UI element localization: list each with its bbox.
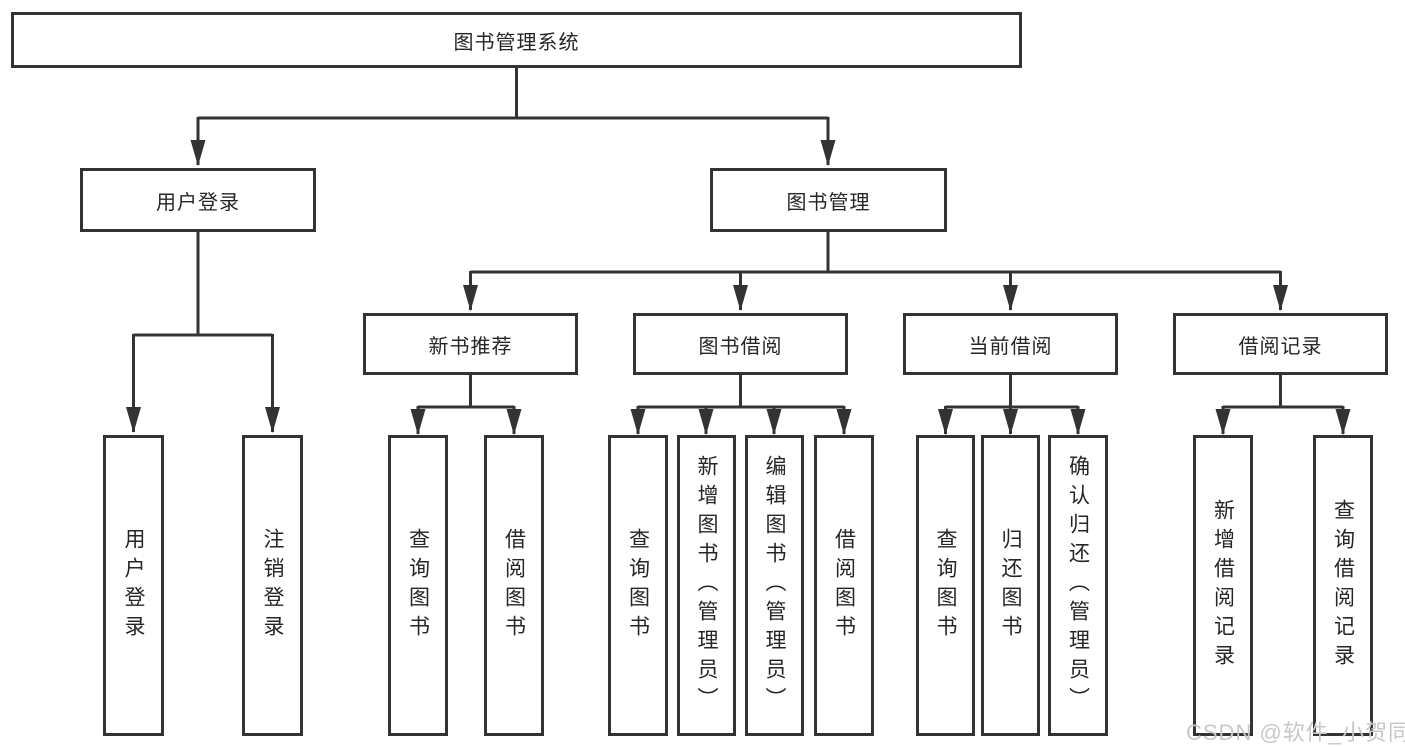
node-current-borrowing: 当前借阅 [903,313,1118,375]
node-book-management: 图书管理 [710,168,947,232]
csdn-watermark: CSDN @软件_小贺同学 [1186,720,1405,745]
node-cb-return-books: 归还图书 [981,435,1040,736]
node-nb-borrow-books: 借阅图书 [484,435,544,736]
node-bb-add-books-admin-label: 新增图书（管理员） [695,455,719,716]
node-br-add-record-label: 新增借阅记录 [1211,498,1235,673]
node-br-add-record: 新增借阅记录 [1193,435,1253,736]
node-login-action: 用户登录 [103,435,164,736]
node-bb-edit-books-admin-label: 编辑图书（管理员） [763,455,787,716]
node-borrowing-records-label: 借阅记录 [1238,335,1323,358]
node-cb-query-books-label: 查询图书 [934,527,958,644]
node-cb-confirm-return-admin-label: 确认归还（管理员） [1066,455,1090,716]
node-nb-query-books-label: 查询图书 [406,527,430,644]
connector-user-login-trunk [133,232,273,337]
node-logout-action-label: 注销登录 [261,527,285,644]
connector-current-trunk [945,375,1078,409]
node-bb-borrow-books-label: 借阅图书 [832,527,856,644]
node-book-borrowing: 图书借阅 [633,313,848,375]
node-nb-query-books: 查询图书 [388,435,448,736]
node-nb-borrow-books-label: 借阅图书 [502,527,526,644]
connector-book-management-trunk [470,232,1281,274]
node-logout-action: 注销登录 [242,435,303,736]
node-new-book-recommendation: 新书推荐 [363,313,578,375]
node-br-query-record: 查询借阅记录 [1313,435,1373,736]
node-book-management-label: 图书管理 [786,191,871,214]
node-bb-edit-books-admin: 编辑图书（管理员） [745,435,804,736]
node-bb-add-books-admin: 新增图书（管理员） [677,435,736,736]
connector-root-trunk [198,68,828,120]
node-borrowing-records: 借阅记录 [1173,313,1388,375]
node-root-label: 图书管理系统 [453,31,580,54]
connector-new-book-trunk [418,375,514,409]
node-bb-query-books-label: 查询图书 [626,527,650,644]
node-book-borrowing-label: 图书借阅 [698,335,783,358]
node-root: 图书管理系统 [11,12,1022,68]
node-bb-query-books: 查询图书 [608,435,668,736]
connector-records-trunk [1223,375,1343,409]
node-login-action-label: 用户登录 [122,527,146,644]
connector-borrowing-trunk [638,375,844,409]
node-user-login: 用户登录 [80,168,316,232]
node-new-book-recommendation-label: 新书推荐 [428,335,513,358]
node-bb-borrow-books: 借阅图书 [814,435,874,736]
node-current-borrowing-label: 当前借阅 [968,335,1053,358]
node-cb-return-books-label: 归还图书 [999,527,1023,644]
node-cb-confirm-return-admin: 确认归还（管理员） [1048,435,1108,736]
node-user-login-label: 用户登录 [156,191,240,214]
node-br-query-record-label: 查询借阅记录 [1331,498,1355,673]
node-cb-query-books: 查询图书 [916,435,975,736]
